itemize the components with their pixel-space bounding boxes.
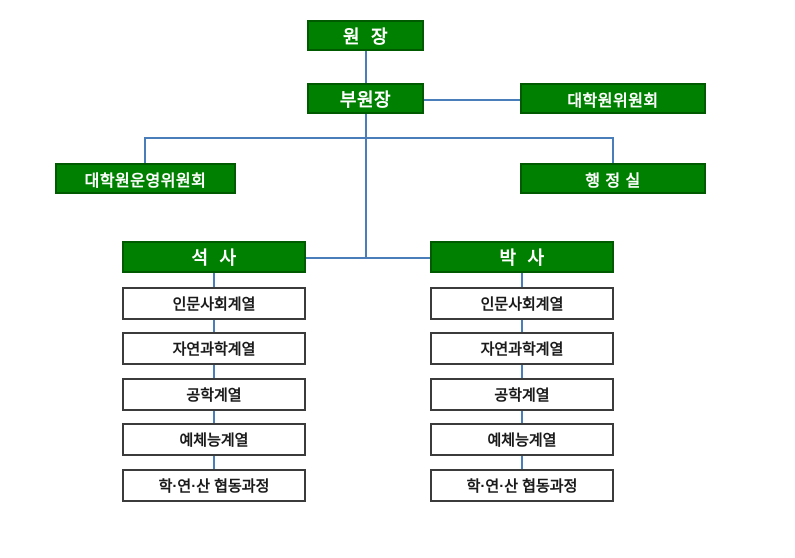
node-graduate-committee: 대학원위원회	[520, 83, 706, 114]
node-masters: 석 사	[122, 241, 306, 273]
dept-box-masters-engineering: 공학계열	[122, 378, 306, 411]
connector-stub	[521, 273, 523, 288]
node-director: 원 장	[307, 20, 424, 51]
connector-stub	[213, 411, 215, 424]
node-vice-director: 부원장	[307, 83, 424, 114]
connector-stub	[213, 456, 215, 470]
connector-vice-committee	[423, 99, 520, 101]
connector-stub	[521, 411, 523, 424]
connector-row3-right-stub	[612, 138, 614, 164]
dept-box-masters-natural-sciences: 자연과학계열	[122, 332, 306, 365]
node-admin-office: 행 정 실	[520, 163, 706, 194]
connector-row3-horizontal	[144, 137, 614, 139]
dept-box-doctoral-cooperative: 학·연·산 협동과정	[430, 469, 614, 502]
connector-masters-doctoral	[304, 257, 432, 259]
dept-box-masters-cooperative: 학·연·산 협동과정	[122, 469, 306, 502]
node-operating-committee: 대학원운영위원회	[55, 163, 236, 194]
dept-box-doctoral-engineering: 공학계열	[430, 378, 614, 411]
dept-box-doctoral-humanities: 인문사회계열	[430, 287, 614, 320]
connector-stub	[213, 273, 215, 288]
dept-box-masters-arts-sports: 예체능계열	[122, 423, 306, 456]
connector-stub	[521, 365, 523, 379]
connector-stub	[213, 365, 215, 379]
dept-box-doctoral-arts-sports: 예체능계열	[430, 423, 614, 456]
dept-box-masters-humanities: 인문사회계열	[122, 287, 306, 320]
connector-stub	[213, 320, 215, 333]
connector-stub	[521, 456, 523, 470]
connector-director-vice	[365, 51, 367, 83]
connector-stub	[521, 320, 523, 333]
connector-row3-left-stub	[144, 138, 146, 164]
dept-box-doctoral-natural-sciences: 자연과학계열	[430, 332, 614, 365]
connector-trunk	[365, 114, 367, 258]
node-doctoral: 박 사	[430, 241, 614, 273]
